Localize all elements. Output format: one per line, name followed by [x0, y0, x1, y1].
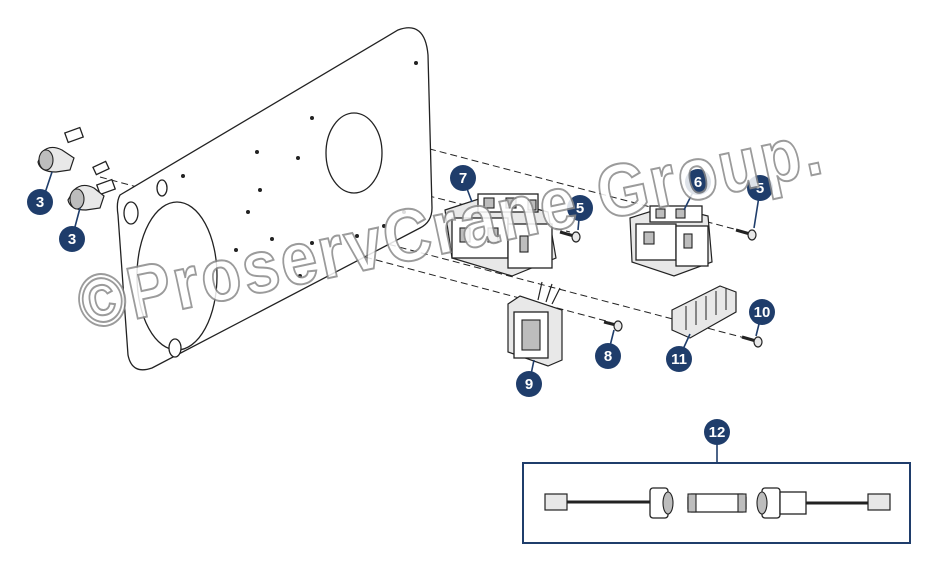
- callout-3a-label: 3: [36, 194, 44, 211]
- callout-11-label: 11: [671, 351, 687, 368]
- callout-12: 12: [704, 419, 730, 445]
- callout-8: 8: [595, 343, 621, 369]
- callout-10: 10: [749, 299, 775, 325]
- fuse-holder-detail-box: [522, 440, 911, 544]
- callout-5b-label: 5: [756, 180, 764, 197]
- callout-5b: 5: [747, 175, 773, 201]
- callout-12-label: 12: [709, 424, 726, 441]
- screw-5a: [559, 230, 581, 243]
- indicator-lamp-lower: [67, 178, 117, 211]
- callout-11: 11: [666, 346, 692, 372]
- callout-8-label: 8: [604, 348, 612, 365]
- callout-3a: 3: [27, 189, 53, 215]
- callout-3b: 3: [59, 226, 85, 252]
- callout-7-label: 7: [459, 170, 467, 187]
- callout-5a: 5: [567, 195, 593, 221]
- callout-9: 9: [516, 371, 542, 397]
- mounting-plate: [116, 27, 433, 371]
- plate-holes: [181, 61, 418, 278]
- callout-10-label: 10: [754, 304, 771, 321]
- terminal-block: [671, 285, 737, 339]
- indicator-lamp-upper: [37, 126, 110, 176]
- screw-5b: [735, 228, 757, 241]
- contactor-small: [629, 205, 713, 277]
- callout-9-label: 9: [525, 376, 533, 393]
- callout-5a-label: 5: [576, 200, 584, 217]
- callout-3b-label: 3: [68, 231, 76, 248]
- callout-6-label: 6: [694, 174, 702, 191]
- callout-7: 7: [450, 165, 476, 191]
- callout-6: 6: [685, 169, 711, 195]
- transformer: [507, 281, 563, 367]
- screw-10: [741, 335, 763, 348]
- screw-8: [603, 320, 623, 332]
- contactor-large: [444, 193, 557, 277]
